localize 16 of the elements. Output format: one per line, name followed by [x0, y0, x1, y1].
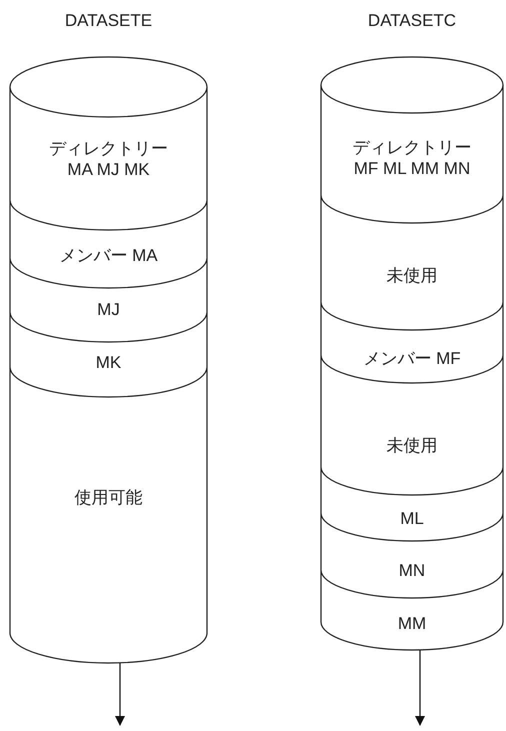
segment-label: MJ	[97, 298, 120, 320]
dataset-title: DATASETE	[64, 10, 154, 31]
segment-label: MN	[398, 560, 426, 580]
arrow	[415, 650, 425, 726]
segment-label: ML	[400, 508, 424, 528]
segment-label: 未使用	[386, 434, 438, 456]
segment-label: メンバー MA	[59, 244, 158, 266]
segment-label: ディレクトリー MF ML MM MN	[352, 137, 472, 179]
segment-label: 使用可能	[74, 487, 142, 508]
segment-label: MM	[398, 612, 426, 634]
segment-label: ディレクトリー MA MJ MK	[48, 138, 169, 180]
segment-label: MK	[96, 352, 122, 372]
segment-label: 未使用	[386, 264, 438, 286]
segment-label: メンバー MF	[363, 348, 461, 368]
dataset-title: DATASETC	[366, 10, 458, 31]
arrow	[115, 663, 125, 726]
